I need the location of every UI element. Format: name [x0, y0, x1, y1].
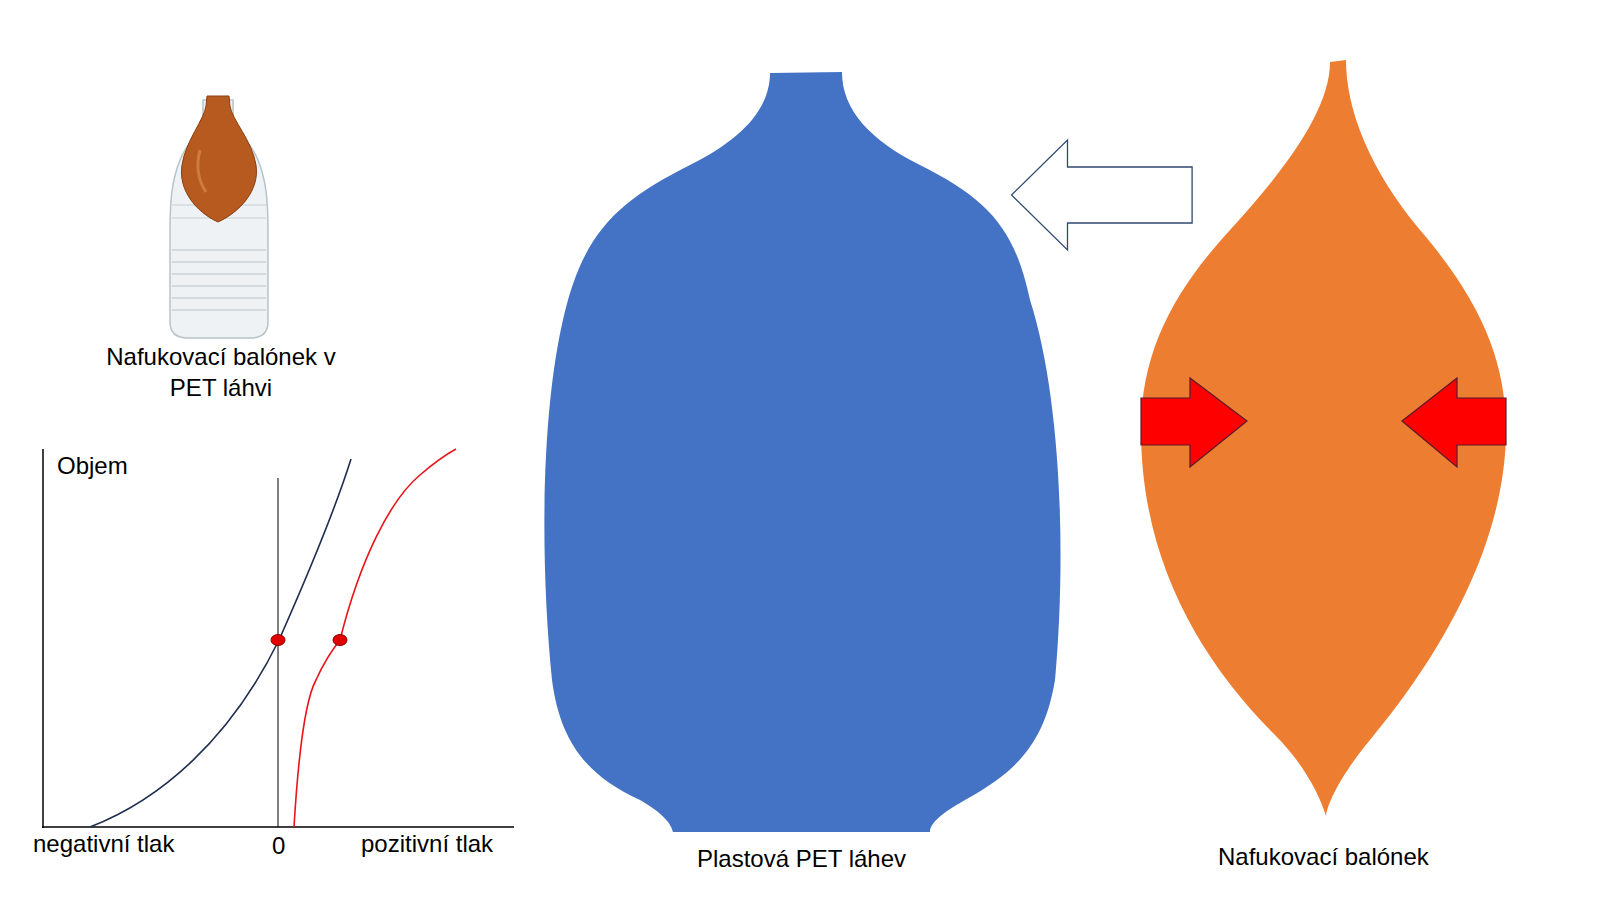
- shape-label: Nafukovací balónek: [1218, 841, 1429, 872]
- axis-title: Objem: [57, 450, 128, 481]
- block-arrow: [1012, 140, 1193, 250]
- y-axis: [42, 449, 44, 828]
- bottle-ribs: [172, 250, 266, 310]
- pressure-volume-graph: [42, 449, 514, 828]
- bottle-balloon-curve: [90, 459, 351, 827]
- axis-label: 0: [272, 830, 285, 861]
- axis-label: pozitivní tlak: [361, 828, 493, 859]
- shape-node: Plastová PET láhev: [539, 71, 1064, 883]
- photo-caption: Nafukovací balónek v PET láhvi: [96, 341, 346, 403]
- force-arrow: [1141, 378, 1247, 467]
- force-arrow: [1402, 378, 1506, 467]
- balloon-shape: [1141, 59, 1506, 816]
- state-point: [333, 635, 347, 646]
- balloon-photo: [181, 96, 256, 222]
- pet-bottle-shape: [544, 72, 1060, 832]
- balloon-curve: [294, 449, 456, 827]
- state-point: [271, 635, 285, 646]
- pet-bottle-shape: [539, 71, 1064, 832]
- balloon-highlight: [198, 150, 206, 192]
- balloon-shape: [1141, 60, 1506, 816]
- axis-label: negativní tlak: [33, 828, 174, 859]
- shape-label: Plastová PET láhev: [697, 843, 906, 874]
- bottle-photo: [170, 96, 268, 338]
- shape-node: Nafukovací balónek: [1141, 59, 1506, 874]
- zero-line: [278, 478, 279, 827]
